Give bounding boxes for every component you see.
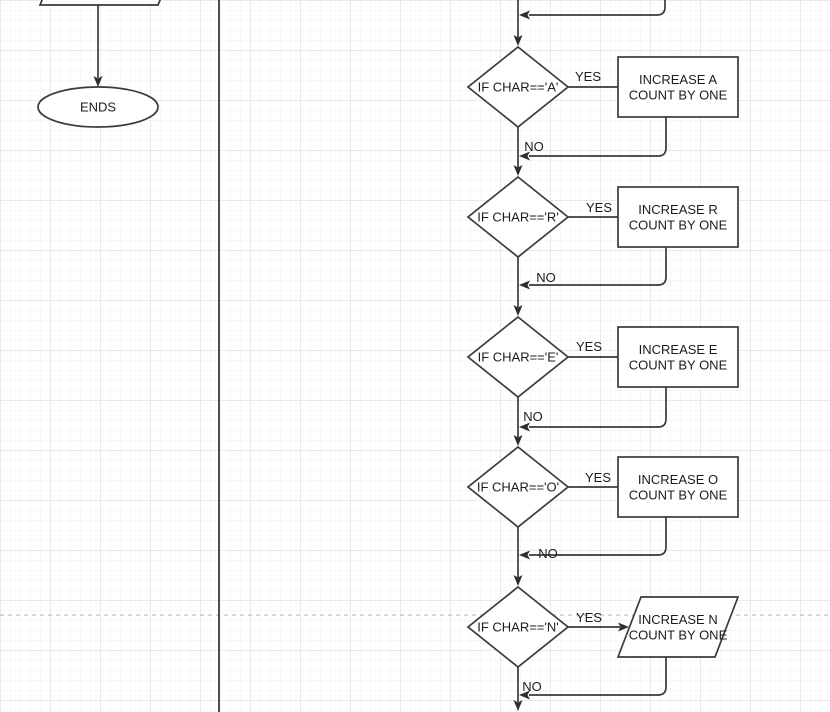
no-label-e[interactable]: NO	[523, 409, 543, 424]
arrowhead-icon	[513, 435, 523, 446]
arrowhead-icon	[513, 165, 523, 176]
arrowhead-icon	[513, 700, 523, 711]
edge-return-n[interactable]	[529, 657, 667, 696]
ends-label: ENDS	[80, 100, 116, 115]
edge-return-o[interactable]	[529, 517, 667, 556]
arrowhead-icon	[519, 422, 530, 432]
edge-return-r[interactable]	[529, 247, 667, 286]
arrowhead-icon	[519, 10, 530, 20]
yes-label-r[interactable]: YES	[586, 200, 612, 215]
arrowhead-icon	[618, 622, 629, 632]
arrowhead-icon	[519, 550, 530, 560]
arrowhead-icon	[513, 575, 523, 586]
arrowhead-icon	[519, 151, 530, 161]
yes-label-e[interactable]: YES	[576, 339, 602, 354]
arrowhead-icon	[519, 690, 530, 700]
arrowhead-icon	[513, 305, 523, 316]
decision-label-o: IF CHAR=='O'	[477, 480, 559, 495]
arrowhead-icon	[519, 280, 530, 290]
no-label-n[interactable]: NO	[522, 679, 542, 694]
decision-label-n: IF CHAR=='N'	[477, 620, 559, 635]
no-label-o[interactable]: NO	[538, 546, 558, 561]
edge-return-top[interactable]	[529, 0, 666, 16]
action-box-a[interactable]	[617, 56, 739, 118]
yes-label-n[interactable]: YES	[576, 610, 602, 625]
ends-terminator[interactable]	[37, 86, 159, 128]
action-box-r[interactable]	[617, 186, 739, 248]
action-box-o[interactable]	[617, 456, 739, 518]
arrowhead-icon	[93, 76, 103, 87]
decision-label-e: IF CHAR=='E'	[478, 350, 559, 365]
arrowhead-icon	[513, 35, 523, 46]
decision-label-a: IF CHAR=='A'	[478, 80, 559, 95]
edge-return-a[interactable]	[529, 117, 667, 157]
decision-label-r: IF CHAR=='R'	[477, 210, 559, 225]
yes-label-o[interactable]: YES	[585, 470, 611, 485]
action-box-e[interactable]	[617, 326, 739, 388]
no-label-a[interactable]: NO	[524, 139, 544, 154]
edge-return-e[interactable]	[529, 387, 667, 428]
clipped-io-shape[interactable]	[38, 0, 162, 6]
no-label-r[interactable]: NO	[536, 270, 556, 285]
action-box-n[interactable]	[616, 596, 740, 658]
yes-label-a[interactable]: YES	[575, 69, 601, 84]
